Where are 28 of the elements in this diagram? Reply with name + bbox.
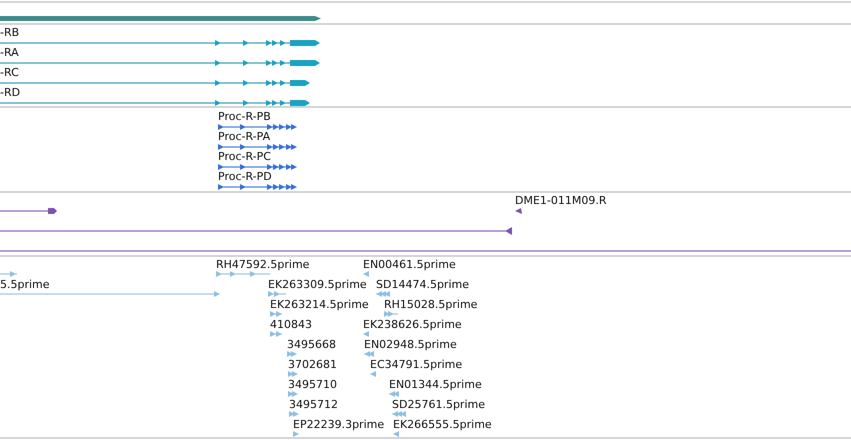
feature-label: EK238626.5prime (363, 318, 462, 331)
feature-label: EK266555.5prime (393, 418, 492, 431)
feature-label: RH15028.5prime (384, 298, 478, 311)
feature-label: EN00461.5prime (363, 258, 456, 271)
feature-label: Proc-R-PA (218, 130, 270, 143)
feature-label: EN02948.5prime (364, 338, 457, 351)
feature-label: 410843 (270, 318, 312, 331)
feature-label: Proc-R-PC (218, 150, 271, 163)
feature-label: -RB (0, 26, 20, 39)
feature-label: EN01344.5prime (389, 378, 482, 391)
feature-label: DME1-011M09.R (515, 194, 607, 207)
feature-label: -RC (0, 66, 19, 79)
feature-label: EP22239.3prime (293, 418, 384, 431)
feature-label: SD25761.5prime (392, 398, 485, 411)
feature-label: EK263309.5prime (268, 278, 367, 291)
feature-label: 3702681 (288, 358, 337, 371)
feature-label: SD14474.5prime (376, 278, 469, 291)
feature-label: -RD (0, 86, 20, 99)
feature-label: RH47592.5prime (216, 258, 310, 271)
feature-label: Proc-R-PB (218, 110, 271, 123)
feature-label: 3495712 (289, 398, 338, 411)
feature-label: 5.5prime (0, 278, 50, 291)
feature-label: EC34791.5prime (370, 358, 462, 371)
feature-label: 3495668 (287, 338, 336, 351)
feature-label: EK263214.5prime (270, 298, 369, 311)
feature-label: Proc-R-PD (218, 170, 272, 183)
feature-label: -RA (0, 46, 19, 59)
feature-label: 3495710 (288, 378, 337, 391)
